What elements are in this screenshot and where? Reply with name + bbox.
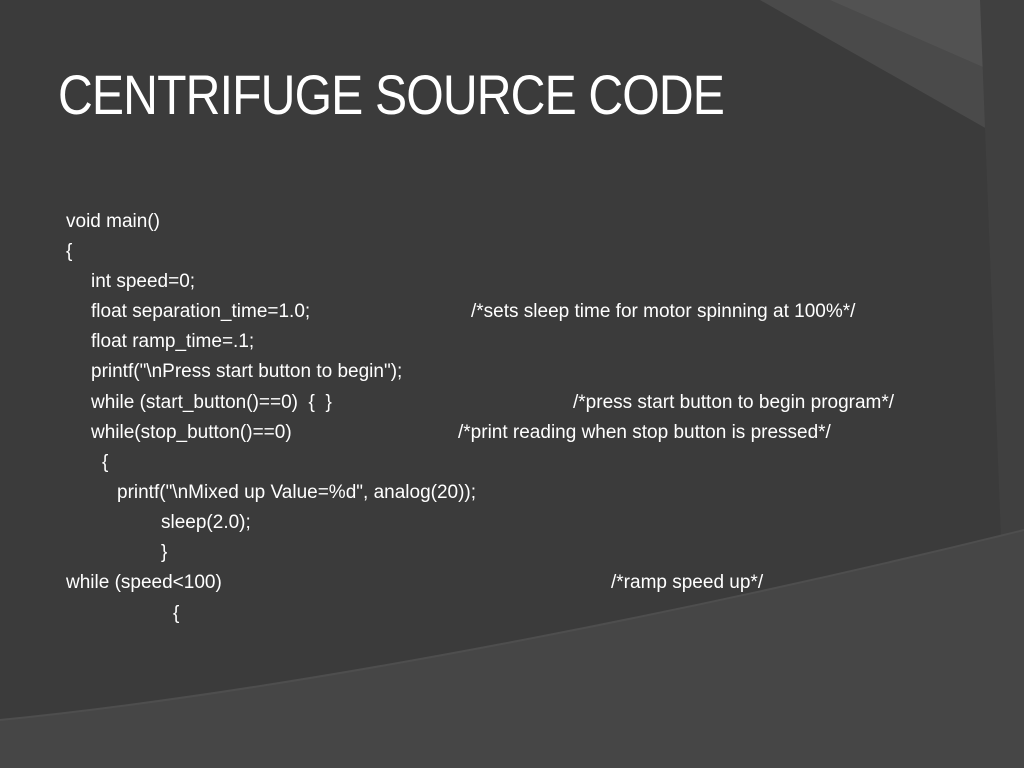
bottom-curve-edge	[0, 529, 1024, 721]
code-line-14: {	[173, 603, 180, 624]
slide-title: CENTRIFUGE SOURCE CODE	[58, 63, 725, 126]
code-comment-8: /*print reading when stop button is pres…	[458, 422, 831, 443]
code-line-2: {	[66, 241, 73, 262]
code-line-13: while (speed<100)	[66, 572, 222, 593]
code-comment-7: /*press start button to begin program*/	[573, 392, 895, 413]
code-line-7: while (start_button()==0) { }	[91, 392, 332, 413]
code-comment-4: /*sets sleep time for motor spinning at …	[471, 301, 856, 322]
code-comment-13: /*ramp speed up*/	[611, 572, 764, 593]
code-line-12: }	[161, 542, 168, 563]
code-line-10: printf("\nMixed up Value=%d", analog(20)…	[117, 482, 477, 503]
code-line-4: float separation_time=1.0;	[91, 301, 311, 322]
code-line-9: {	[102, 452, 109, 473]
top-right-wedge-inner	[830, 0, 1024, 85]
code-line-6: printf("\nPress start button to begin");	[91, 361, 403, 382]
code-line-3: int speed=0;	[91, 271, 196, 292]
code-line-5: float ramp_time=.1;	[91, 331, 255, 352]
bottom-curve	[0, 530, 1024, 768]
code-line-1: void main()	[66, 211, 160, 232]
code-line-11: sleep(2.0);	[161, 512, 251, 533]
code-line-8: while(stop_button()==0)	[91, 422, 292, 443]
